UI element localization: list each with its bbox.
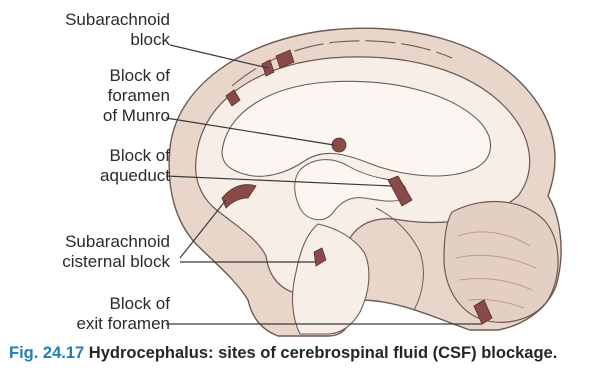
label-exit-foramen-block: Block of exit foramen <box>76 294 170 334</box>
hydrocephalus-diagram <box>0 0 590 340</box>
label-cisternal-block: Subarachnoid cisternal block <box>62 232 170 272</box>
label-line: aqueduct <box>100 166 170 186</box>
label-line: Subarachnoid <box>62 232 170 252</box>
label-line: block <box>65 30 170 50</box>
label-line: foramen <box>103 86 170 106</box>
caption-text: Hydrocephalus: sites of cerebrospinal fl… <box>89 344 558 362</box>
label-line: cisternal block <box>62 252 170 272</box>
foramen-of-munro-block-marker <box>332 138 346 152</box>
label-aqueduct-block: Block of aqueduct <box>100 146 170 186</box>
label-line: exit foramen <box>76 314 170 334</box>
label-line: Block of <box>100 146 170 166</box>
label-line: Subarachnoid <box>65 10 170 30</box>
figure-caption: Fig. 24.17 Hydrocephalus: sites of cereb… <box>9 344 569 363</box>
label-subarachnoid-block: Subarachnoid block <box>65 10 170 50</box>
cerebellum <box>444 202 558 323</box>
label-line: Block of <box>103 66 170 86</box>
figure-number: Fig. 24.17 <box>9 344 84 362</box>
label-line: Block of <box>76 294 170 314</box>
label-line: of Munro <box>103 106 170 126</box>
label-foramen-munro-block: Block of foramen of Munro <box>103 66 170 126</box>
